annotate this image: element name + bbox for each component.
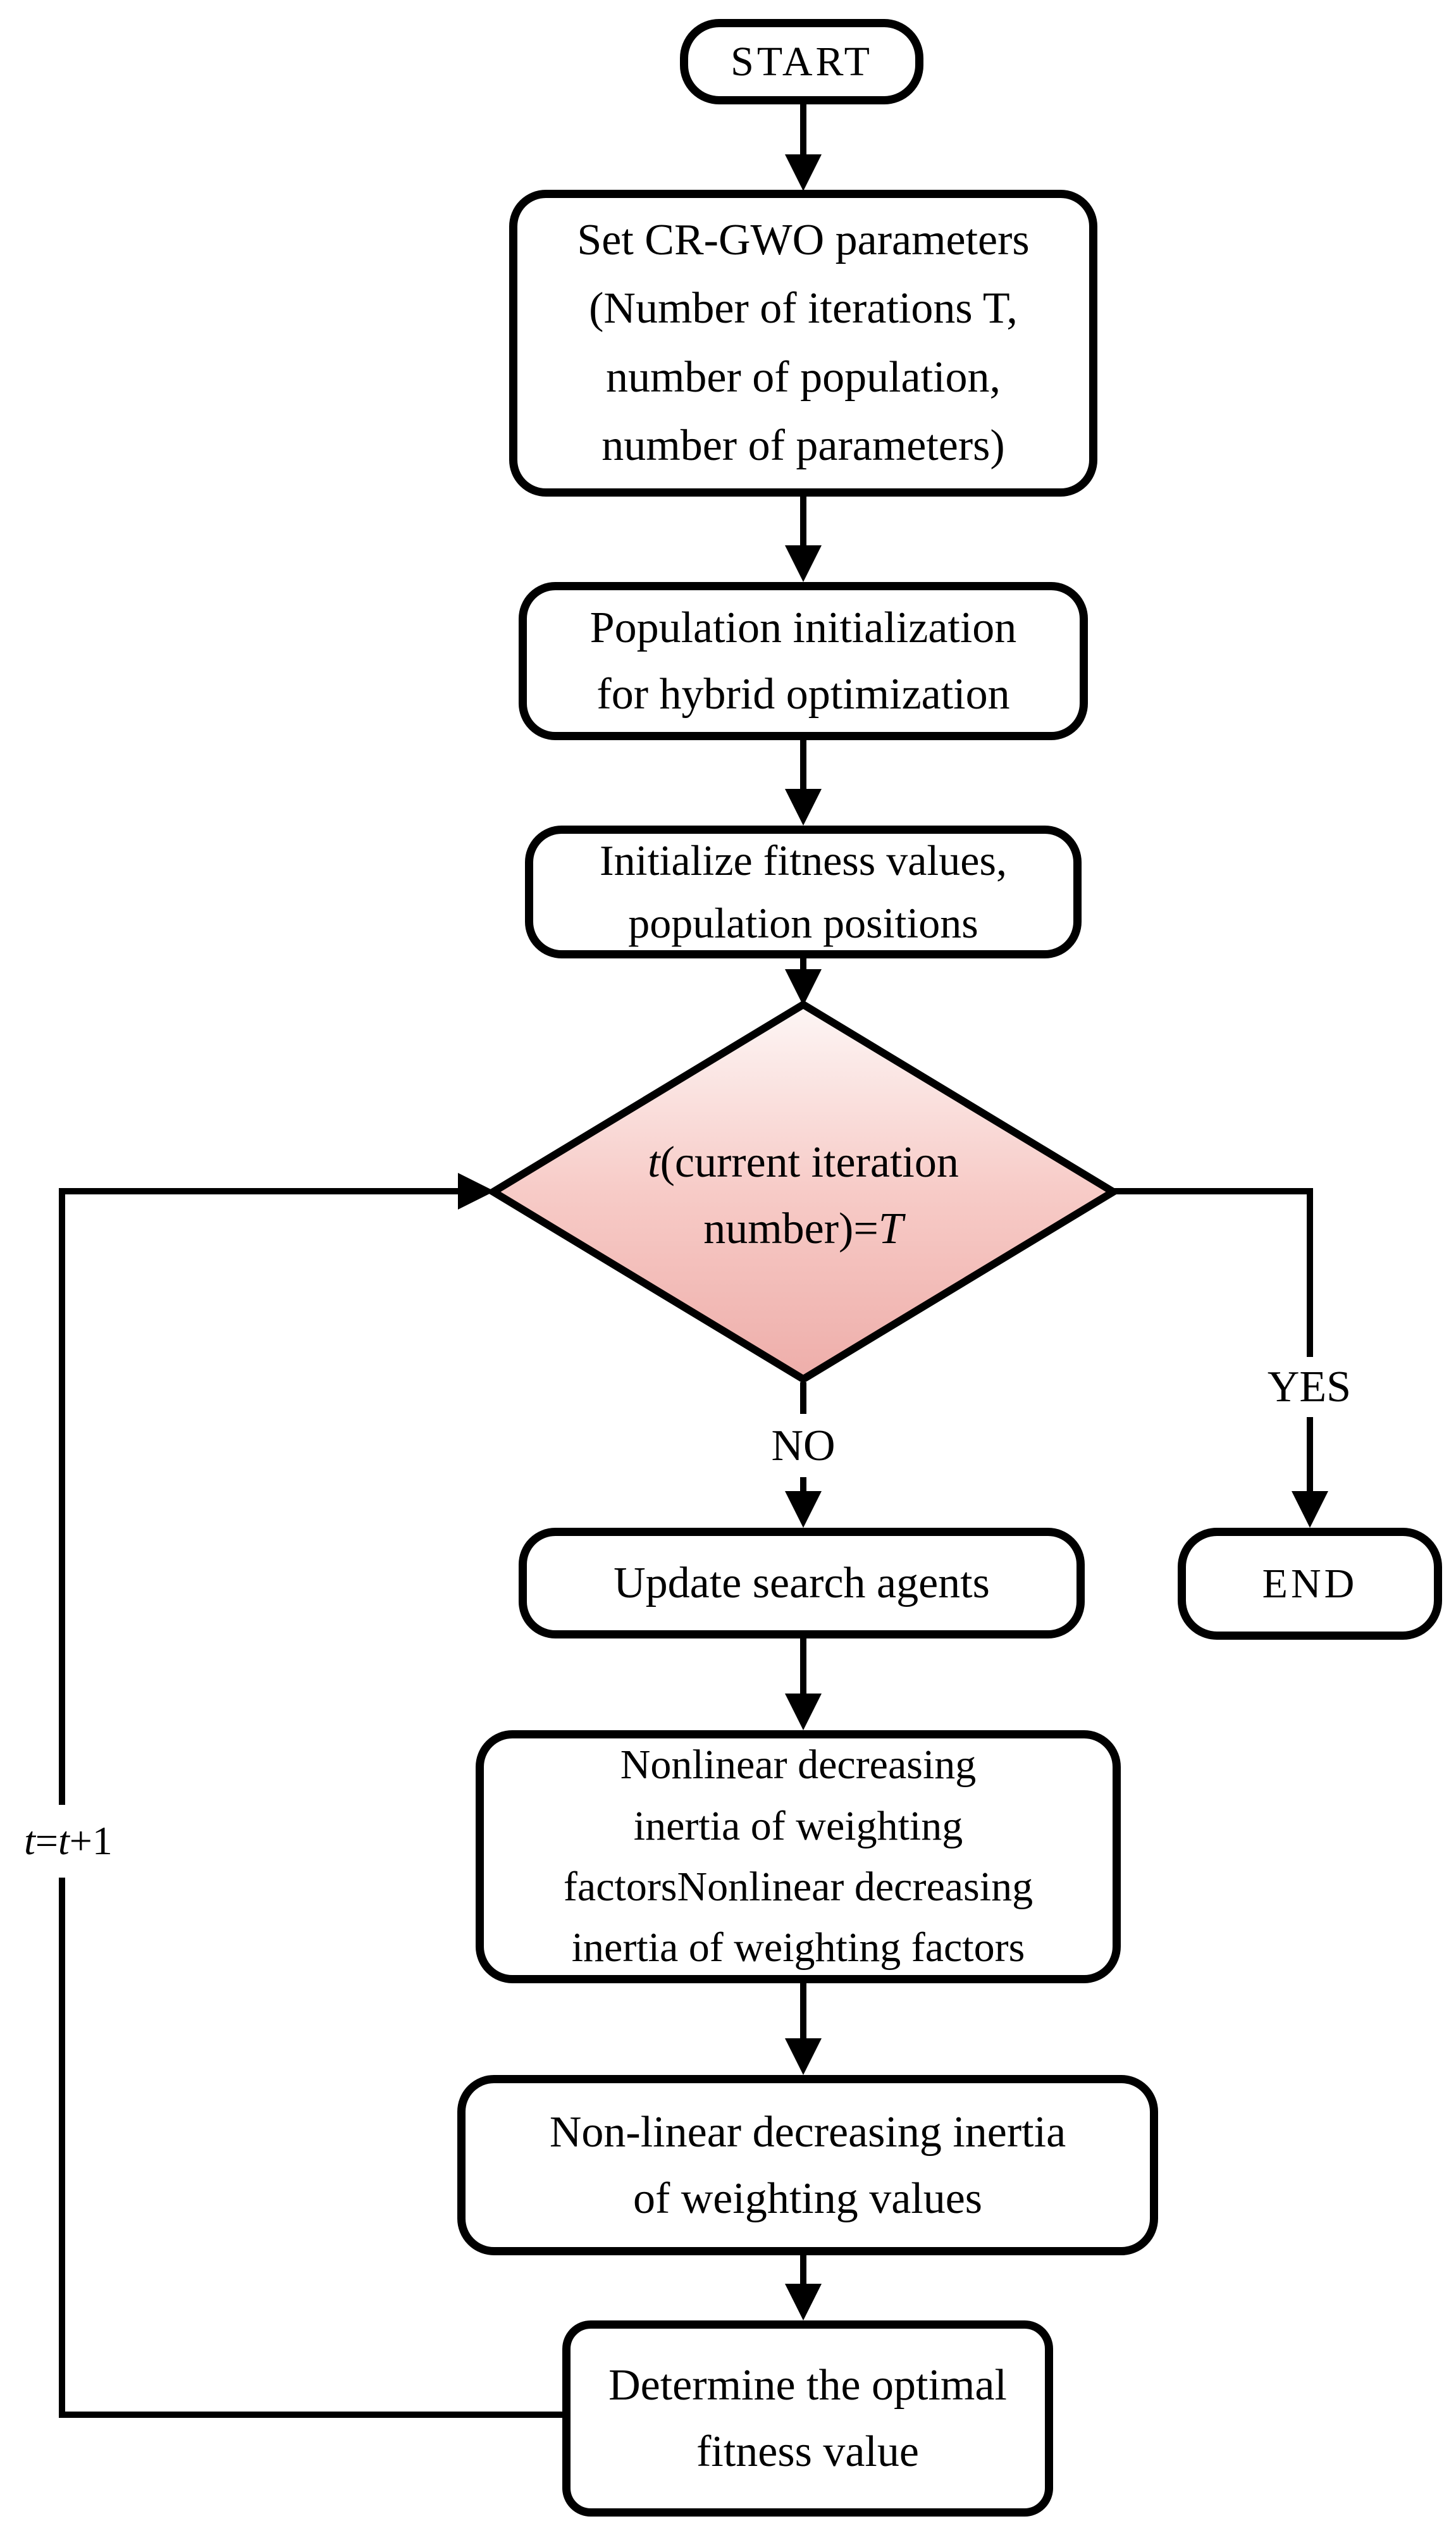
connector-yes-vertical (1307, 1188, 1313, 1493)
set-parameters-line: (Number of iterations T, (589, 284, 1018, 333)
node-start-label: START (731, 39, 873, 85)
arrowhead-popinit-fitness (785, 789, 822, 826)
initialize-fitness-line: Initialize fitness values, (600, 836, 1007, 885)
node-population-initialization: Population initialization for hybrid opt… (519, 582, 1088, 740)
node-set-parameters: Set CR-GWO parameters (Number of iterati… (509, 190, 1097, 497)
nonlinear-values-line: Non-linear decreasing inertia (549, 2107, 1066, 2157)
decision-line-1-text: (current iteration (660, 1138, 959, 1187)
arrowhead-values-determine (785, 2284, 822, 2320)
increment-eq: = (35, 1818, 58, 1864)
arrowhead-loop-decision (458, 1173, 495, 1210)
nonlinear-factors-line: inertia of weighting (633, 1802, 963, 1849)
update-search-agents-label: Update search agents (614, 1559, 990, 1607)
decision-var-t: t (648, 1138, 660, 1187)
set-parameters-line: number of population, (605, 352, 1001, 402)
decision-line-1: t(current iteration (550, 1129, 1056, 1196)
arrowhead-factors-values (785, 2038, 822, 2075)
decision-var-T: T (878, 1205, 903, 1253)
connector-loop-bottom (62, 2412, 562, 2418)
node-decision: t(current iteration number)=T (550, 1129, 1056, 1262)
no-label-text: NO (771, 1421, 836, 1470)
arrowhead-update-factors (785, 1694, 822, 1730)
arrowhead-params-popinit (785, 545, 822, 582)
initialize-fitness-line: population positions (628, 899, 978, 947)
decision-diamond-shape (487, 1000, 1120, 1384)
node-initialize-fitness: Initialize fitness values, population po… (525, 826, 1082, 958)
increment-t2: t (58, 1818, 70, 1864)
node-end-label: END (1262, 1561, 1358, 1607)
nonlinear-values-line: of weighting values (632, 2174, 983, 2223)
arrowhead-start-params (785, 154, 822, 191)
connector-loop-top (62, 1188, 462, 1194)
nonlinear-factors-line: factorsNonlinear decreasing (563, 1864, 1033, 1910)
arrowhead-fitness-decision (785, 969, 822, 1006)
connector-start-params (800, 104, 806, 158)
connector-update-factors (800, 1638, 806, 1695)
nonlinear-factors-line: Nonlinear decreasing (620, 1742, 977, 1788)
determine-fitness-line: Determine the optimal (608, 2361, 1007, 2410)
connector-values-determine (800, 2255, 806, 2287)
population-initialization-line: Population initialization (589, 604, 1017, 652)
arrowhead-yes-end (1292, 1491, 1328, 1528)
node-determine-fitness: Determine the optimal fitness value (562, 2320, 1053, 2517)
edge-label-no: NO (740, 1414, 867, 1477)
node-nonlinear-factors: Nonlinear decreasing inertia of weightin… (476, 1730, 1121, 1983)
node-start: START (680, 19, 923, 104)
connector-factors-values (800, 1983, 806, 2040)
edge-label-increment: t=t+1 (5, 1805, 132, 1878)
determine-fitness-line: fitness value (696, 2427, 919, 2476)
set-parameters-line: Set CR-GWO parameters (577, 215, 1030, 264)
connector-params-popinit (800, 497, 806, 550)
connector-yes-horizontal (1112, 1188, 1313, 1194)
connector-loop-left (59, 1188, 65, 2418)
set-parameters-line: number of parameters) (602, 421, 1005, 470)
increment-text: t=t+1 (24, 1819, 113, 1863)
node-update-search-agents: Update search agents (519, 1528, 1085, 1638)
decision-line-2-text: number)= (703, 1205, 879, 1253)
population-initialization-line: for hybrid optimization (596, 670, 1010, 719)
increment-plus1: +1 (69, 1818, 113, 1864)
arrowhead-decision-update (785, 1491, 822, 1528)
edge-label-yes: YES (1237, 1357, 1382, 1417)
connector-popinit-fitness (800, 740, 806, 794)
increment-t1: t (24, 1818, 35, 1864)
connector-fitness-decision (800, 958, 806, 974)
yes-label-text: YES (1267, 1363, 1352, 1411)
decision-line-2: number)=T (550, 1196, 1056, 1262)
node-nonlinear-values: Non-linear decreasing inertia of weighti… (457, 2075, 1158, 2255)
nonlinear-factors-line: inertia of weighting factors (571, 1924, 1025, 1971)
node-end: END (1178, 1528, 1442, 1640)
